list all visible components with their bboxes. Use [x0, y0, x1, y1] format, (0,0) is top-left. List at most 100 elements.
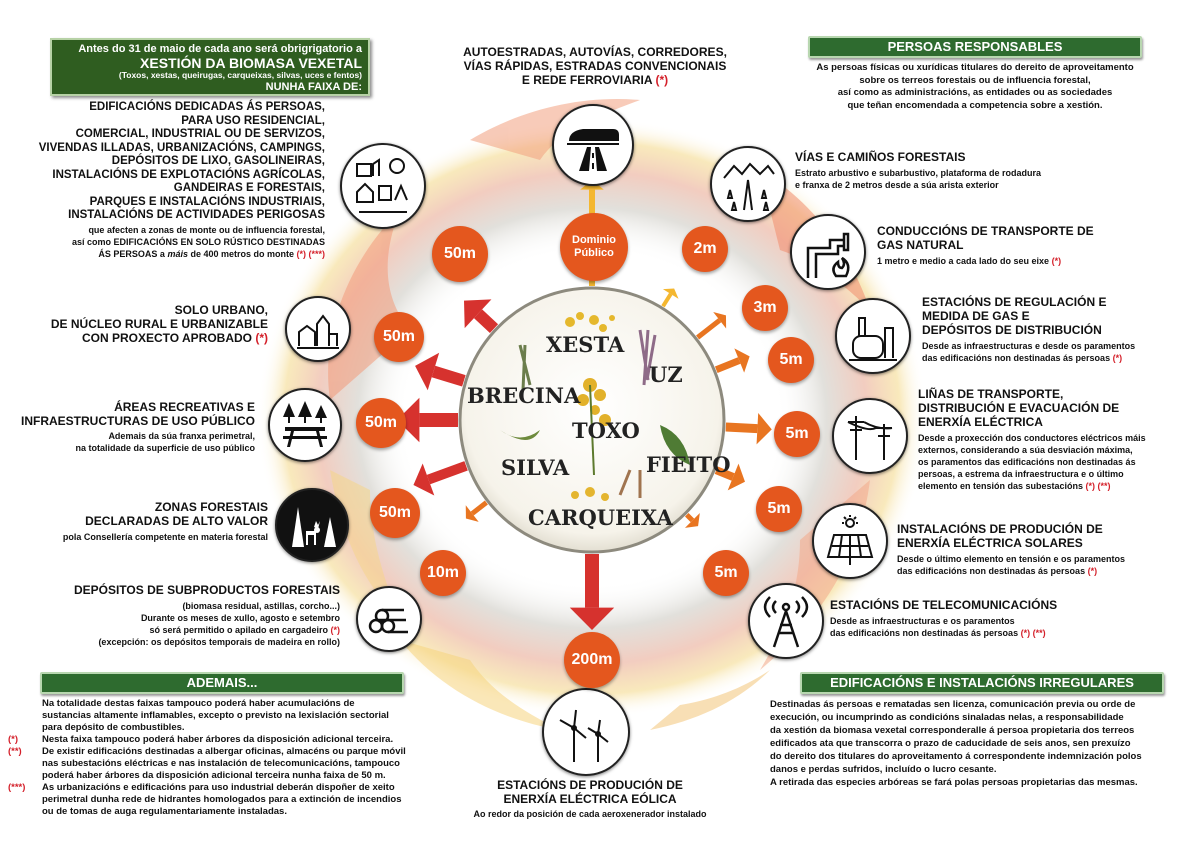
- solo-urbano-block: SOLO URBANO, DE NÚCLEO RURAL E URBANIZAB…: [40, 303, 268, 345]
- top-line2: VÍAS RÁPIDAS, ESTRADAS CONVENCIONAIS: [463, 59, 727, 73]
- ademais-note-text: De existir edificacións destinadas a alb…: [42, 746, 406, 782]
- arrow-shaft: [684, 512, 695, 523]
- depositos-block: DEPÓSITOS DE SUBPRODUCTOS FORESTAIS (bio…: [40, 583, 340, 648]
- estacions-sub2: das edificacións non destinadas ás perso…: [922, 352, 1152, 364]
- badge-5m-solar: 5m: [756, 486, 802, 532]
- arrow-shaft: [661, 292, 673, 308]
- gas-sub1-text: 1 metro e medio a cada lado do seu eixe: [877, 256, 1052, 266]
- estacions-title1: ESTACIÓNS DE REGULACIÓN E: [922, 295, 1107, 309]
- plant-carqueixa: CARQUEIXA: [528, 505, 673, 530]
- depositos-sub3: só será permitido o apilado en cargadeir…: [40, 624, 340, 636]
- eolica-sub1: Ao redor da posición de cada aeroxenerad…: [473, 809, 707, 819]
- vias-sub1: Estrato arbustivo e subarbustivo, plataf…: [795, 168, 1042, 178]
- ademais-note-line: poderá haber árbores da disposición adic…: [42, 770, 386, 781]
- arrow-head: [756, 412, 772, 445]
- forest-road-icon: [710, 146, 786, 222]
- telecom-sub1: Desde as infraestructuras e os paramento…: [830, 616, 1015, 626]
- ademais-notes: (*)Nesta faixa tampouco poderá haber árb…: [8, 734, 448, 818]
- zonas-line2: DECLARADAS DE ALTO VALOR: [85, 514, 268, 528]
- eolica-title2: ENERXÍA ELÉCTRICA EÓLICA: [503, 792, 677, 806]
- solares-mark: (*): [1087, 566, 1098, 576]
- ademais-intro-line: para depósito de combustibles.: [42, 722, 185, 733]
- solares-title2: ENERXÍA ELÉCTRICA SOLARES: [897, 536, 1083, 550]
- edificacions-line: PARA USO RESIDENCIAL,: [181, 114, 325, 127]
- arrow-head: [684, 512, 700, 528]
- town-icon: [285, 296, 351, 362]
- solares-sub2: das edificacións non destinadas ás perso…: [897, 565, 1157, 577]
- telecom-sub2-text: das edificacións non destinadas ás perso…: [830, 628, 1021, 638]
- estacions-sub2-text: das edificacións non destinadas ás perso…: [922, 353, 1113, 363]
- ademais-note: (*)Nesta faixa tampouco poderá haber árb…: [8, 734, 448, 746]
- plant-brecina: BRECINA: [467, 383, 581, 408]
- power-line-icon: [832, 398, 908, 474]
- arrow-head: [727, 463, 745, 491]
- forest-deer-icon: [275, 488, 349, 562]
- edificacions-sub2: así como EDIFICACIÓNS EN SOLO RÚSTICO DE…: [71, 236, 325, 247]
- areas-line2: INFRAESTRUCTURAS DE USO PÚBLICO: [20, 414, 255, 428]
- irregulares-line: execución, ou incumprindo as condicións …: [770, 712, 1124, 723]
- logs-icon: [356, 586, 422, 652]
- arrow-head: [465, 505, 479, 522]
- zonas-sub1: pola Consellería competente en materia f…: [62, 532, 268, 542]
- arrow-head: [713, 311, 727, 329]
- gas-block: CONDUCCIÓNS DE TRANSPORTE DE GAS NATURAL…: [877, 224, 1107, 267]
- linas-title1: LIÑAS DE TRANSPORTE,: [918, 387, 1064, 401]
- gas-title1: CONDUCCIÓNS DE TRANSPORTE DE: [877, 224, 1094, 238]
- solares-title1: INSTALACIÓNS DE PRODUCIÓN DE: [897, 522, 1103, 536]
- edificacions-line: VIVENDAS ILLADAS, URBANIZACIÓNS, CAMPING…: [38, 141, 325, 154]
- estacions-mark: (*): [1112, 353, 1123, 363]
- edificacions-line: INSTALACIÓNS DE ACTIVIDADES PERIGOSAS: [68, 209, 325, 221]
- arrow-shaft: [725, 422, 758, 434]
- zonas-line1: ZONAS FORESTAIS: [154, 500, 268, 514]
- eolica-title1: ESTACIÓNS DE PRODUCIÓN DE: [497, 778, 683, 792]
- ademais-note-line: ou de tomas de auga regulamentariamente …: [42, 806, 287, 817]
- arrow-head: [415, 352, 440, 391]
- badge-10m: 10m: [420, 550, 466, 596]
- arrow-head: [734, 348, 750, 373]
- linas-sub4: persoas, a estrema da infraestructura e …: [918, 469, 1124, 479]
- arrow-head: [397, 397, 420, 443]
- edificacions-line: COMERCIAL, INDUSTRIAL OU DE SERVIZOS,: [75, 128, 325, 140]
- top-line3: E REDE FERROVIARIA (*): [430, 73, 760, 87]
- gas-pipe-icon: [790, 214, 866, 290]
- arrow-head: [569, 607, 615, 630]
- ademais-header: ADEMAIS...: [40, 672, 404, 694]
- telecom-block: ESTACIÓNS DE TELECOMUNICACIÓNS Desde as …: [830, 598, 1100, 639]
- edificacions-sub3-b: máis: [167, 248, 188, 259]
- areas-sub1: Ademais da súa franxa perimetral,: [108, 431, 255, 441]
- linas-title2: DISTRIBUCIÓN E EVACUACIÓN DE: [918, 401, 1120, 415]
- telecom-title: ESTACIÓNS DE TELECOMUNICACIÓNS: [830, 598, 1058, 612]
- top-line1: AUTOESTRADAS, AUTOVÍAS, CORREDORES,: [463, 45, 727, 59]
- depositos-sub4: (excepción: os depósitos temporais de ma…: [98, 637, 340, 647]
- badge-50m-solo: 50m: [374, 312, 424, 362]
- solo-line3: CON PROXECTO APROBADO (*): [40, 331, 268, 345]
- depositos-sub1: (biomasa residual, astillas, corcho...): [182, 601, 340, 611]
- edificacions-title: EDIFICACIÓNS DEDICADAS ÁS PERSOAS,PARA U…: [10, 101, 325, 223]
- zonas-block: ZONAS FORESTAIS DECLARADAS DE ALTO VALOR…: [20, 500, 268, 543]
- telecom-sub2: das edificacións non destinadas ás perso…: [830, 627, 1100, 639]
- estacions-sub1: Desde as infraestructuras e desde os par…: [922, 341, 1136, 351]
- linas-sub3: os paramentos das edificacións non desti…: [918, 457, 1136, 467]
- badge-50m-areas: 50m: [356, 398, 406, 448]
- persoas-line: así como as administracións, as entidade…: [837, 87, 1113, 98]
- vias-block: VÍAS E CAMIÑOS FORESTAIS Estrato arbusti…: [795, 150, 1125, 191]
- ademais-note-text: As urbanizacións e edificacións para uso…: [42, 782, 402, 818]
- arrow-shaft: [714, 466, 735, 481]
- ademais-note-mark: (**): [8, 746, 22, 757]
- solares-block: INSTALACIÓNS DE PRODUCIÓN DE ENERXÍA ELÉ…: [897, 522, 1157, 577]
- linas-mark: (*) (**): [1085, 481, 1111, 491]
- edificacions-sub3: ÁS PERSOAS a máis de 400 metros do monte…: [10, 248, 325, 260]
- solar-panel-icon: [812, 503, 888, 579]
- gas-station-icon: [835, 298, 911, 374]
- estacions-block: ESTACIÓNS DE REGULACIÓN E MEDIDA DE GAS …: [922, 295, 1152, 364]
- irregulares-line: da xestión da biomasa vexetal correspond…: [770, 725, 1135, 736]
- estacions-title3: DEPÓSITOS DE DISTRIBUCIÓN: [922, 323, 1102, 337]
- edificacions-line: GANDEIRAS E FORESTAIS,: [173, 182, 325, 194]
- arrow-head: [413, 463, 435, 496]
- highway-train-icon: [552, 104, 634, 186]
- header-line4: NUNHA FAIXA DE:: [265, 81, 362, 93]
- arrow-shaft: [431, 365, 466, 387]
- arrow-shaft: [714, 357, 741, 374]
- persoas-line: As persoas físicas ou xurídicas titulare…: [816, 62, 1134, 73]
- vias-title: VÍAS E CAMIÑOS FORESTAIS: [795, 150, 966, 164]
